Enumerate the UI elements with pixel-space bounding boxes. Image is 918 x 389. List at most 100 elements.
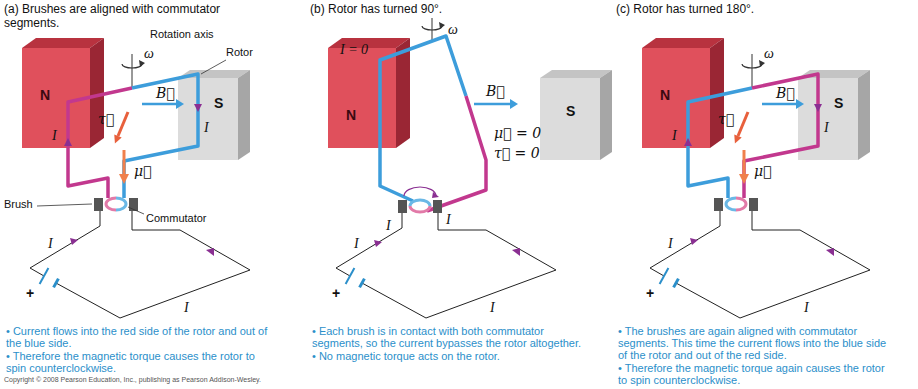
- part-label: Commutator: [146, 212, 207, 225]
- angular-velocity: ω: [448, 22, 458, 37]
- current-label: I: [48, 236, 53, 251]
- magnet-side: [600, 70, 612, 160]
- current-arrow: [684, 138, 692, 146]
- panel-heading: (b) Rotor has turned 90°.: [310, 2, 550, 16]
- field-vector: [142, 103, 177, 106]
- current-label: I: [52, 128, 57, 143]
- bullet-note: • Therefore the magnetic torque causes t…: [6, 350, 276, 374]
- battery-plate: [660, 268, 669, 284]
- commutator-segment: [116, 198, 126, 210]
- bypass-current: [404, 187, 436, 196]
- magnet-top: [642, 38, 724, 48]
- circuit-wire: [336, 213, 402, 276]
- moment-vector: [743, 150, 746, 175]
- brush: [714, 198, 723, 211]
- circuit-wire: [30, 211, 100, 276]
- angular-velocity: ω: [144, 46, 154, 61]
- brush: [433, 200, 442, 213]
- bullet-note: • Therefore the magnetic torque again ca…: [618, 362, 888, 386]
- current-label: I: [824, 120, 829, 135]
- current-label: I: [490, 300, 495, 315]
- commutator-segment: [410, 206, 430, 212]
- vector-label: μ⃗: [134, 164, 152, 178]
- commutator-segment: [736, 198, 746, 210]
- vector-label: τ⃗: [718, 112, 734, 126]
- rotation-arrowhead: [439, 22, 445, 29]
- circuit-wire: [56, 211, 250, 318]
- leader-line: [201, 60, 226, 74]
- pole-letter: S: [214, 96, 223, 110]
- current-arrow: [826, 248, 834, 256]
- current-label: I: [386, 218, 391, 233]
- commutator-segment: [726, 198, 736, 210]
- current-label: I = 0: [340, 42, 368, 57]
- field-arrowhead: [510, 99, 518, 109]
- battery-sign: +: [332, 286, 340, 300]
- circuit-wire: [650, 211, 720, 276]
- angular-velocity: ω: [764, 46, 774, 61]
- vector-label: μ⃗: [754, 164, 772, 178]
- bullet-note: • No magnetic torque acts on the rotor.: [312, 350, 582, 362]
- magnet-face: [328, 48, 396, 148]
- battery-plate: [346, 268, 355, 284]
- part-label: Rotor: [226, 46, 253, 59]
- battery-plate: [54, 279, 59, 288]
- moment-arrowhead: [739, 174, 749, 184]
- current-label: I: [204, 120, 209, 135]
- rotor-blue-side: [380, 36, 466, 201]
- moment-arrowhead: [119, 174, 129, 184]
- rotation-arrow: [422, 26, 442, 30]
- circuit-wire: [676, 211, 870, 318]
- current-arrow: [814, 104, 822, 112]
- pole-letter: S: [566, 104, 575, 118]
- brush: [398, 200, 407, 213]
- rotation-arrowhead: [139, 60, 145, 67]
- rotation-arrow: [742, 64, 762, 68]
- rotation-arrowhead: [759, 60, 765, 67]
- bullet-note: • The brushes are again aligned with com…: [618, 325, 888, 361]
- pole-letter: N: [346, 108, 356, 122]
- field-vector: [762, 103, 797, 106]
- pole-letter: N: [40, 88, 50, 102]
- field-arrowhead: [796, 99, 804, 109]
- pole-letter: N: [660, 88, 670, 102]
- field-arrowhead: [176, 99, 184, 109]
- commutator-segment: [410, 200, 430, 206]
- rotor-red-side: [744, 74, 818, 198]
- current-label: I: [672, 128, 677, 143]
- magnet-top: [540, 70, 612, 78]
- panel-b-art: [328, 18, 612, 318]
- current-arrow: [512, 248, 520, 256]
- brush: [749, 198, 758, 211]
- bullet-note: • Current flows into the red side of the…: [6, 325, 276, 349]
- current-arrow: [206, 248, 214, 256]
- field-vector: [474, 103, 511, 106]
- torque-vector: [738, 112, 748, 136]
- vector-label: B⃗: [486, 84, 505, 98]
- current-label: I: [804, 300, 809, 315]
- current-arrow: [374, 240, 382, 247]
- torque-vector: [118, 112, 128, 136]
- panel-a-art: [22, 38, 250, 318]
- current-label: I: [668, 236, 673, 251]
- leader-line: [37, 204, 92, 206]
- torque-arrowhead: [114, 135, 121, 144]
- part-label: Rotation axis: [150, 28, 214, 41]
- current-arrow: [70, 238, 78, 245]
- commutator-segment: [106, 198, 116, 210]
- rotation-axis: [132, 54, 133, 88]
- rotation-axis: [752, 54, 753, 88]
- vector-label: τ⃗: [98, 112, 114, 126]
- magnet-top: [22, 38, 104, 48]
- magnet-pole: N: [328, 48, 396, 148]
- magnet-pole: S: [178, 78, 238, 160]
- current-arrow: [194, 104, 202, 112]
- current-arrow: [432, 192, 439, 198]
- battery-sign: +: [646, 286, 654, 300]
- rotor-blue-side: [124, 74, 198, 198]
- circuit-wire: [362, 213, 556, 318]
- current-arrow: [64, 138, 72, 146]
- vector-label: μ⃗ = 0: [494, 126, 541, 140]
- copyright-note: Copyright © 2008 Pearson Education, Inc.…: [4, 375, 261, 384]
- battery-plate: [674, 279, 679, 288]
